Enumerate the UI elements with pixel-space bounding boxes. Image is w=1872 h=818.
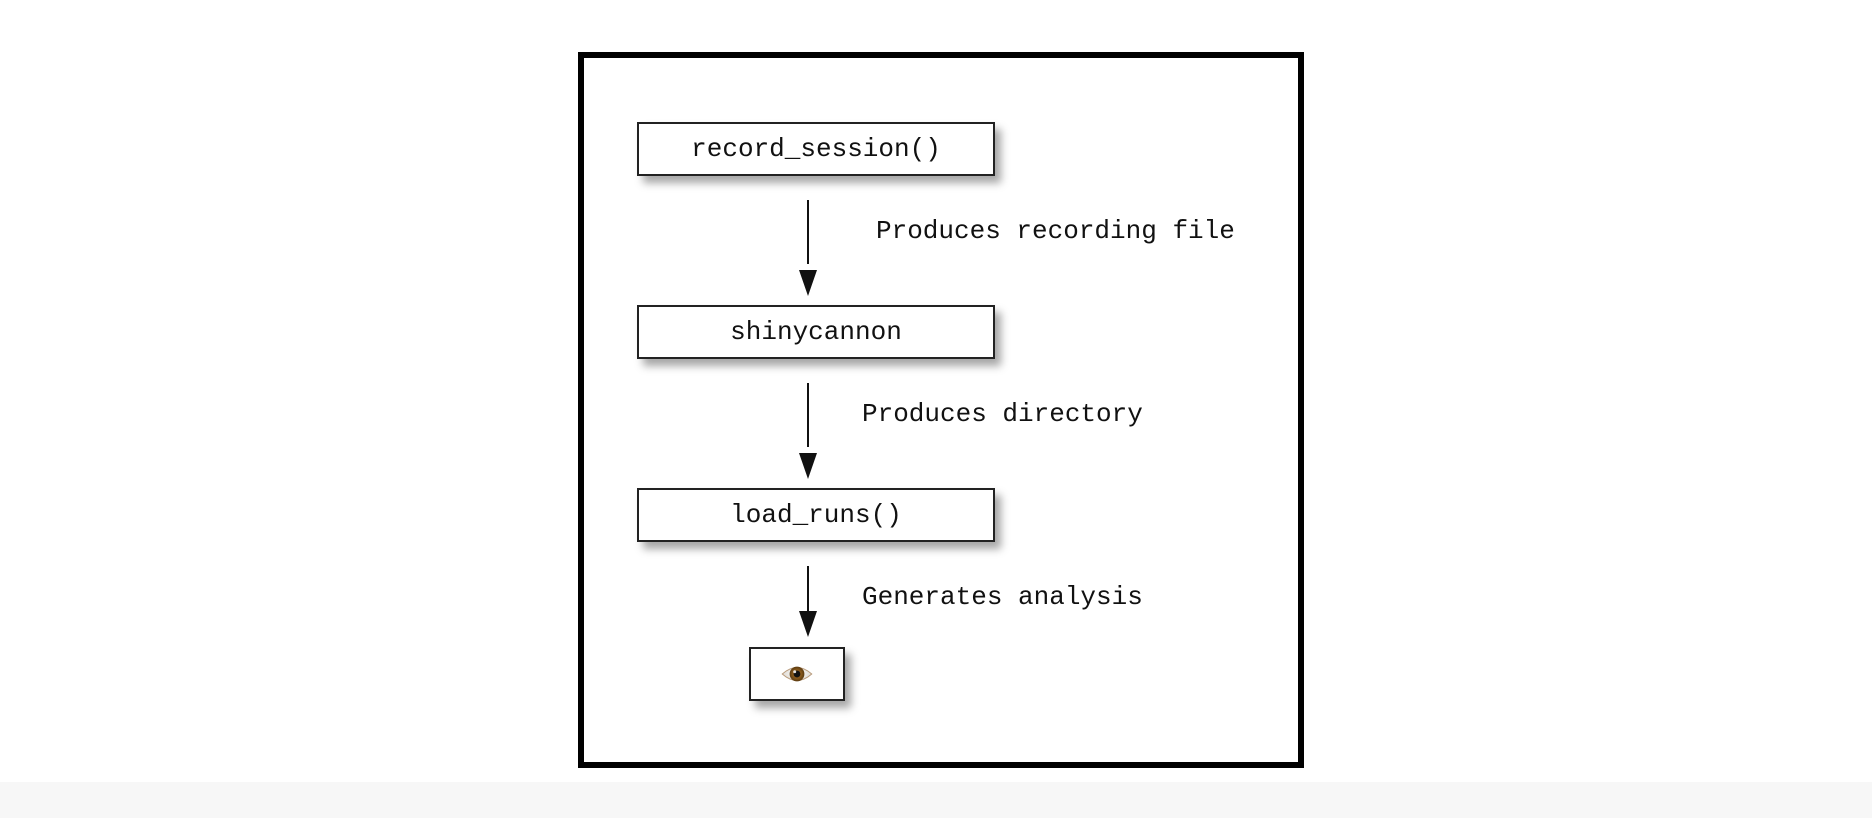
edge-label-produces-recording-file: Produces recording file xyxy=(876,216,1235,246)
edge-arrow-2 xyxy=(799,383,817,479)
node-label-load-runs: load_runs() xyxy=(730,500,902,530)
edge-arrow-1 xyxy=(799,200,817,296)
node-label-record-session: record_session() xyxy=(691,134,941,164)
node-label-shinycannon: shinycannon xyxy=(730,317,902,347)
node-load-runs: load_runs() xyxy=(637,488,995,542)
edge-arrow-3 xyxy=(799,566,817,637)
node-record-session: record_session() xyxy=(637,122,995,176)
page-bottom-band xyxy=(0,782,1872,818)
diagram-frame: record_session() Produces recording file… xyxy=(578,52,1304,768)
edge-label-produces-directory: Produces directory xyxy=(862,399,1143,429)
eye-icon xyxy=(781,666,813,682)
edge-label-generates-analysis: Generates analysis xyxy=(862,582,1143,612)
arrow-layer xyxy=(799,200,817,637)
node-analysis xyxy=(749,647,845,701)
node-shinycannon: shinycannon xyxy=(637,305,995,359)
